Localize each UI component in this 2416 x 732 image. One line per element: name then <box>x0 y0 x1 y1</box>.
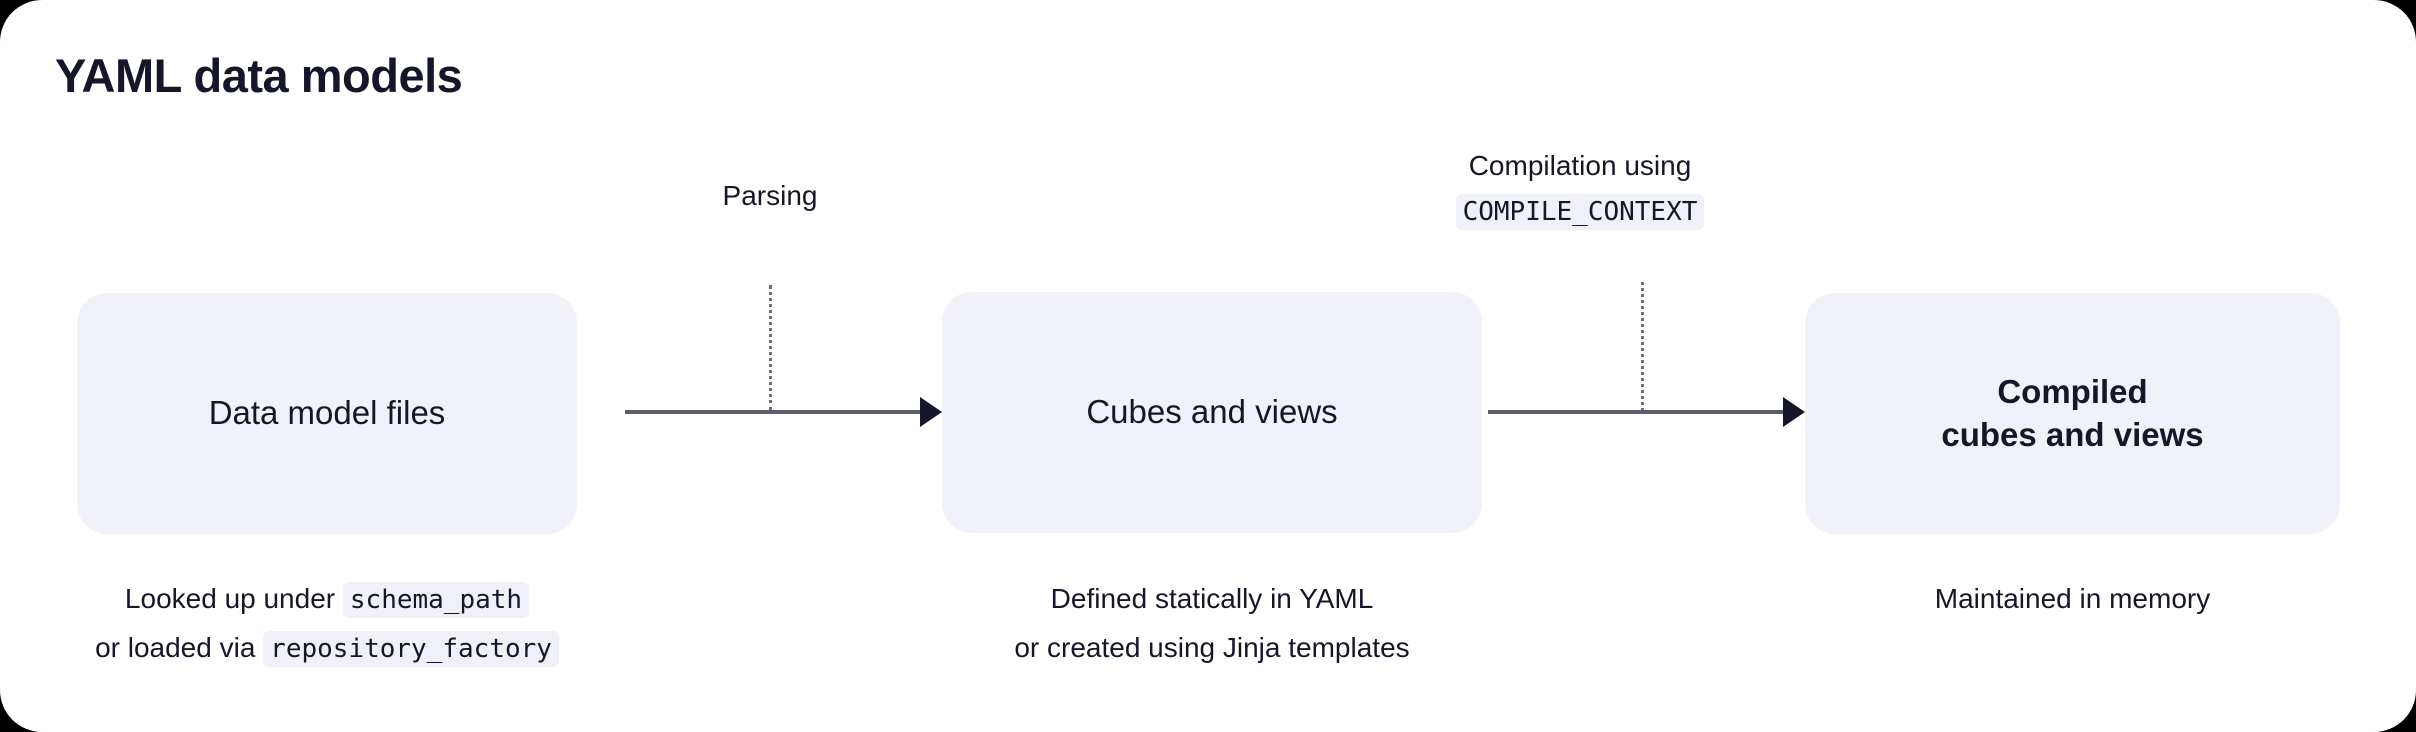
connector-arrow-parsing <box>625 397 945 427</box>
connector-annotation-parsing: Parsing <box>570 178 970 215</box>
connector-arrow-compilation <box>1488 397 1808 427</box>
dotted-tick-line-parsing <box>769 285 772 411</box>
connector-line <box>625 410 925 414</box>
node-data-model-files: Data model files <box>77 293 577 534</box>
caption-line: or created using Jinja templates <box>1014 631 1410 663</box>
code-chip: COMPILE_CONTEXT <box>1455 193 1705 230</box>
arrow-head-icon <box>1783 397 1805 427</box>
dotted-tick-line-compilation <box>1641 282 1644 411</box>
caption-line: Parsing <box>722 180 818 211</box>
code-chip: repository_factory <box>263 630 559 667</box>
caption-line: Compilation using <box>1468 150 1692 181</box>
node-caption-cubes-and-views: Defined statically in YAML or created usi… <box>912 580 1512 667</box>
page-title: YAML data models <box>55 49 463 102</box>
code-chip: schema_path <box>342 582 530 618</box>
node-label: Data model files <box>208 394 446 432</box>
arrow-head-icon <box>920 397 942 427</box>
caption-line: COMPILE_CONTEXT <box>1380 193 1780 230</box>
caption-line: or loaded via repository_factory <box>27 629 627 668</box>
node-label: Cubes and views <box>1086 393 1338 431</box>
node-caption-compiled-cubes-and-views: Maintained in memory <box>1805 580 2340 619</box>
node-cubes-and-views: Cubes and views <box>942 292 1482 533</box>
connector-line <box>1488 410 1788 414</box>
caption-line: Defined statically in YAML <box>1050 583 1374 614</box>
caption-line: Maintained in memory <box>1934 583 2211 614</box>
caption-line: Looked up under schema_path <box>27 580 627 619</box>
